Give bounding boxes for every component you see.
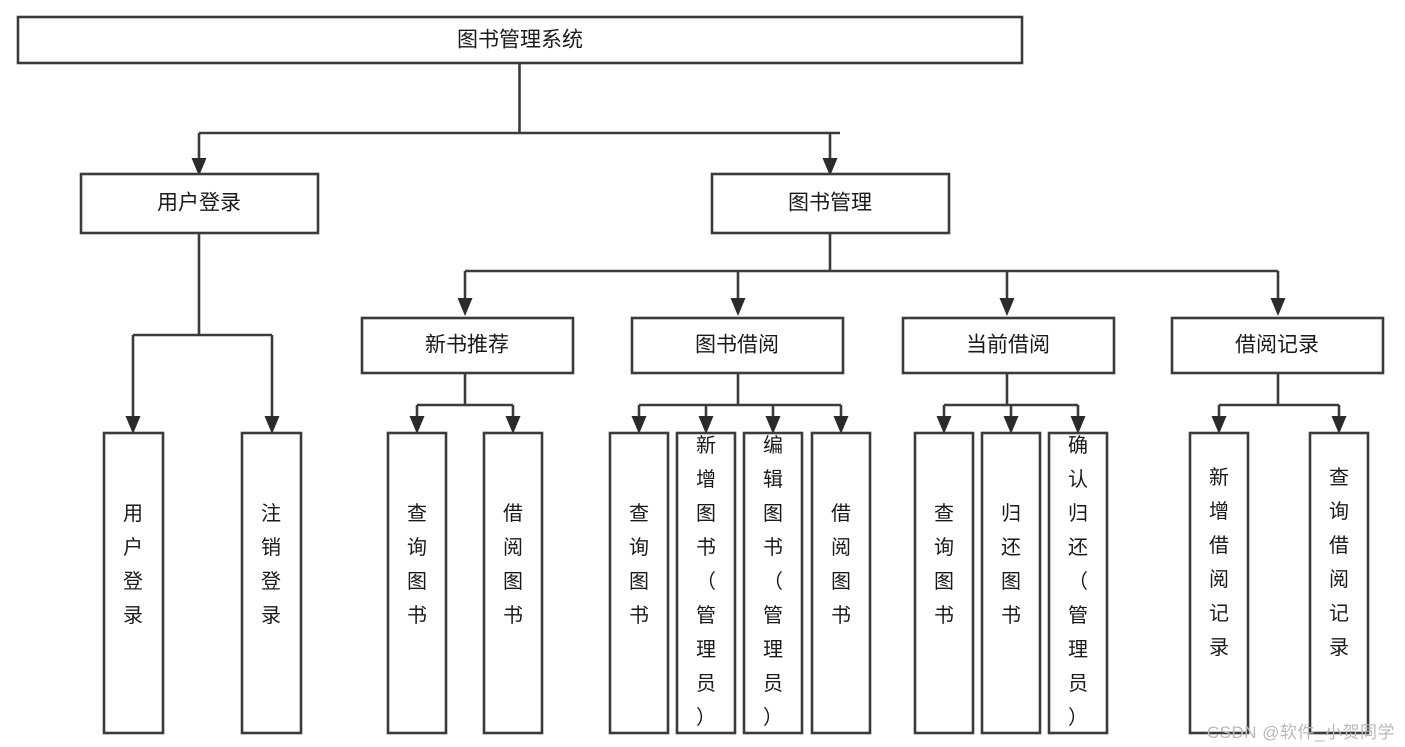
node-leaf-add-record-label: 新增借阅记录 xyxy=(1209,466,1229,659)
node-leaf-borrow-book-2[interactable]: 借阅图书 xyxy=(810,431,872,735)
node-leaf-query-record[interactable]: 查询借阅记录 xyxy=(1308,431,1370,735)
node-book-borrow[interactable]: 图书借阅 xyxy=(630,316,845,375)
arrowhead-current-borrow xyxy=(999,298,1015,316)
arrowhead-leaf-query-book-2 xyxy=(631,416,647,434)
node-root-label: 图书管理系统 xyxy=(457,29,583,52)
node-leaf-return-book-label: 归还图书 xyxy=(1001,502,1021,627)
arrowhead-leaf-edit-book xyxy=(765,416,781,434)
connectors xyxy=(125,63,1347,434)
arrowhead-leaf-borrow-book-1 xyxy=(505,416,521,434)
node-current-borrow[interactable]: 当前借阅 xyxy=(901,316,1116,375)
node-leaf-return-book[interactable]: 归还图书 xyxy=(980,431,1042,735)
node-new-book-rec-label: 新书推荐 xyxy=(425,334,509,357)
node-borrow-record[interactable]: 借阅记录 xyxy=(1170,316,1385,375)
node-current-borrow-label: 当前借阅 xyxy=(966,334,1050,357)
node-leaf-query-book-2-label: 查询图书 xyxy=(629,502,649,627)
node-leaf-query-book-1-label: 查询图书 xyxy=(407,502,427,627)
node-leaf-user-login-label: 用户登录 xyxy=(123,503,143,627)
node-leaf-logout[interactable]: 注销登录 xyxy=(240,431,303,735)
node-leaf-borrow-book-1-label: 借阅图书 xyxy=(503,502,523,627)
watermark-text: CSDN @软件_小贺同学 xyxy=(1206,723,1395,742)
node-leaf-borrow-book-1[interactable]: 借阅图书 xyxy=(482,431,544,735)
arrowhead-leaf-query-record xyxy=(1331,416,1347,434)
node-user-login-label: 用户登录 xyxy=(157,192,241,215)
arrowhead-new-book-rec xyxy=(457,298,473,316)
node-leaf-edit-book[interactable]: 编辑图书（管理员） xyxy=(742,431,804,735)
node-leaf-query-book-2[interactable]: 查询图书 xyxy=(608,431,670,735)
node-book-manage[interactable]: 图书管理 xyxy=(710,172,951,235)
node-user-login[interactable]: 用户登录 xyxy=(79,172,320,235)
arrowhead-leaf-query-book-1 xyxy=(409,416,425,434)
node-leaf-borrow-book-2-label: 借阅图书 xyxy=(831,502,851,627)
node-root[interactable]: 图书管理系统 xyxy=(16,15,1024,65)
arrowhead-leaf-query-book-3 xyxy=(936,416,952,434)
node-new-book-rec[interactable]: 新书推荐 xyxy=(360,316,575,375)
node-leaf-confirm-return-label: 确认归还（管理员） xyxy=(1068,434,1088,729)
node-leaf-logout-label: 注销登录 xyxy=(261,502,281,627)
arrowhead-leaf-logout xyxy=(264,416,280,434)
arrowhead-leaf-return-book xyxy=(1003,416,1019,434)
node-leaf-add-record[interactable]: 新增借阅记录 xyxy=(1188,431,1250,735)
arrowhead-leaf-add-book xyxy=(698,416,714,434)
arrowhead-leaf-add-record xyxy=(1211,416,1227,434)
node-leaf-query-book-1[interactable]: 查询图书 xyxy=(386,431,448,735)
arrowhead-leaf-user-login xyxy=(125,416,141,434)
arrowhead-book-borrow xyxy=(730,298,746,316)
node-leaf-user-login[interactable]: 用户登录 xyxy=(102,431,165,735)
node-leaf-add-book[interactable]: 新增图书（管理员） xyxy=(675,431,737,735)
arrowhead-leaf-borrow-book-2 xyxy=(833,416,849,434)
arrowhead-borrow-record xyxy=(1270,298,1286,316)
node-leaf-query-book-3-label: 查询图书 xyxy=(934,502,954,627)
node-leaf-edit-book-label: 编辑图书（管理员） xyxy=(763,434,783,729)
node-leaf-query-record-label: 查询借阅记录 xyxy=(1329,466,1349,659)
node-borrow-record-label: 借阅记录 xyxy=(1235,334,1319,357)
node-book-borrow-label: 图书借阅 xyxy=(695,334,779,357)
node-book-manage-label: 图书管理 xyxy=(788,192,872,215)
node-leaf-confirm-return[interactable]: 确认归还（管理员） xyxy=(1047,431,1109,735)
node-leaf-query-book-3[interactable]: 查询图书 xyxy=(913,431,975,735)
leaf-nodes: 用户登录 注销登录 查询图书 借阅图书 查询图书 新增图书（管理员） xyxy=(102,431,1370,735)
node-leaf-add-book-label: 新增图书（管理员） xyxy=(696,434,716,729)
arrowhead-leaf-confirm-return xyxy=(1070,416,1086,434)
